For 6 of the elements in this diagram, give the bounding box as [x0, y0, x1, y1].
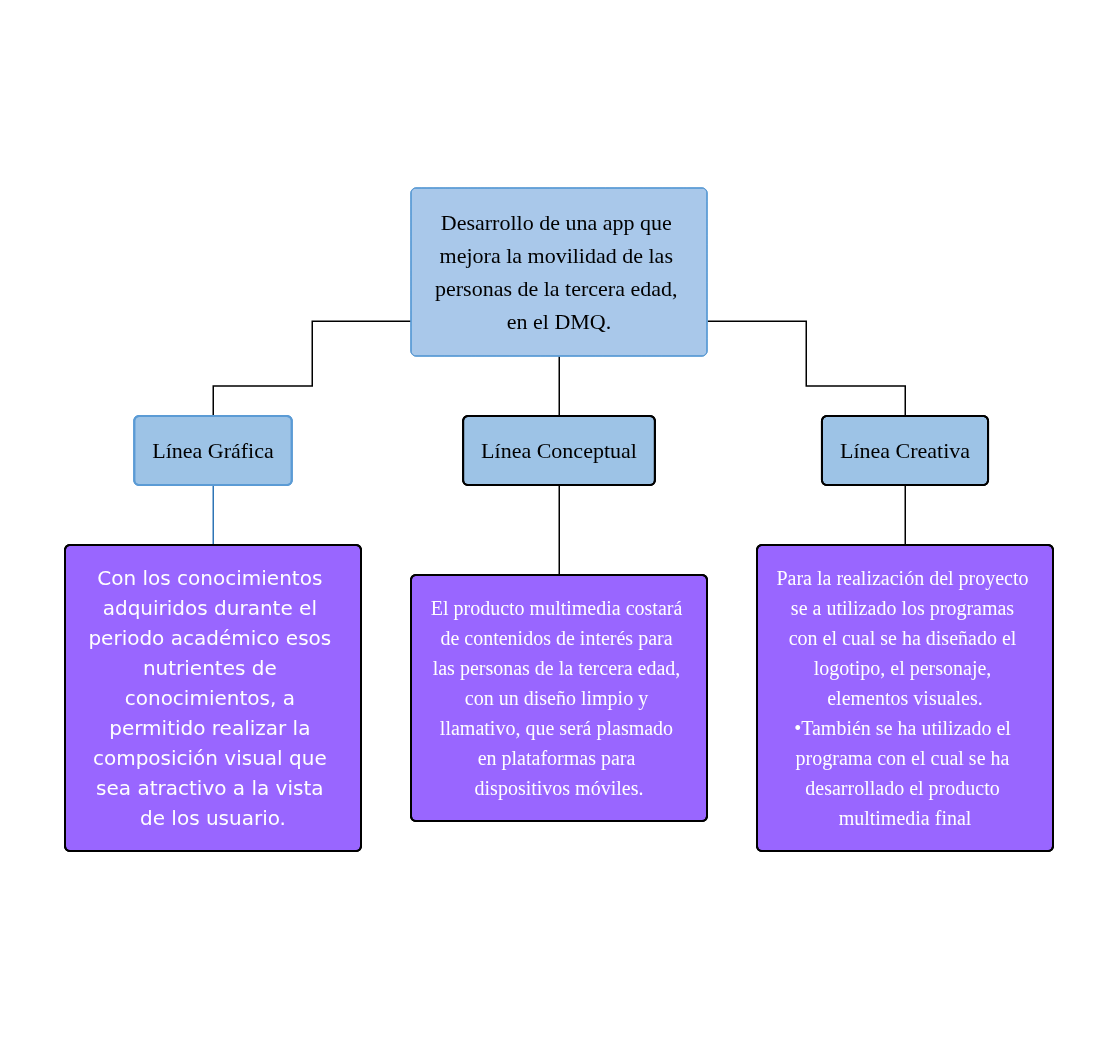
connector: [706, 320, 907, 417]
connector: [212, 484, 215, 546]
connector: [558, 355, 561, 417]
connector: [558, 484, 561, 576]
connector: [904, 484, 907, 546]
connector: [212, 320, 413, 417]
